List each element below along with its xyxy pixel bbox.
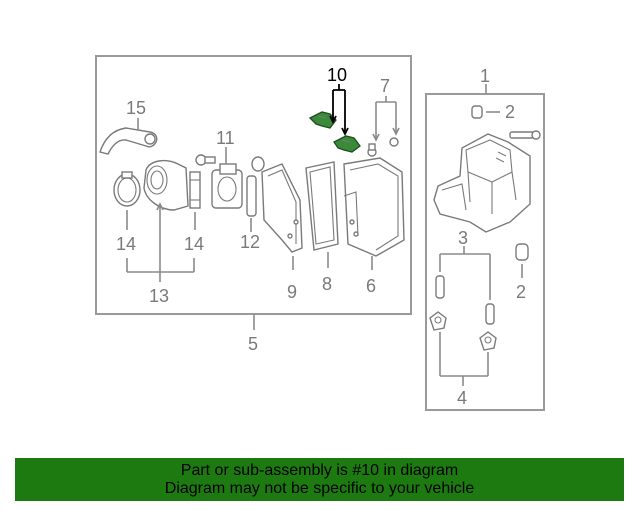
assembly-box-1 bbox=[425, 93, 545, 411]
callout-13: 13 bbox=[149, 286, 169, 306]
filter-element-part bbox=[305, 161, 339, 251]
hose-clamp-right-part bbox=[189, 171, 201, 209]
clip-10-upper-part bbox=[308, 111, 337, 129]
clip-10-lower-part bbox=[333, 135, 361, 153]
callout-10: 10 bbox=[327, 65, 347, 85]
callout-3: 3 bbox=[458, 228, 468, 248]
hose-clamp-left-part bbox=[113, 171, 141, 207]
banner-line-2: Diagram may not be specific to your vehi… bbox=[164, 480, 475, 497]
callout-1: 1 bbox=[480, 66, 490, 86]
bolts-7-part bbox=[367, 137, 399, 157]
airflow-sensor-part bbox=[195, 154, 243, 209]
bolt-part bbox=[509, 130, 541, 140]
leader-13 bbox=[126, 204, 195, 282]
callout-2-top: 2 bbox=[505, 102, 515, 122]
callout-7: 7 bbox=[380, 76, 390, 96]
callout-14-right: 14 bbox=[184, 234, 204, 254]
grommet-2-bottom-part bbox=[515, 243, 529, 261]
callout-4: 4 bbox=[457, 388, 467, 408]
leader-3 bbox=[439, 246, 491, 300]
lower-case-part bbox=[433, 133, 531, 233]
callout-8: 8 bbox=[322, 274, 332, 294]
breather-hose-part bbox=[99, 127, 158, 155]
pins-3-part bbox=[435, 275, 495, 325]
seal-part bbox=[246, 156, 265, 217]
leader-10-arrows bbox=[329, 115, 349, 137]
cleaner-cover-part bbox=[261, 163, 303, 253]
callout-5: 5 bbox=[248, 334, 258, 354]
leader-10 bbox=[332, 84, 346, 134]
banner-line-1: Part or sub-assembly is #10 in diagram bbox=[180, 462, 459, 479]
callout-12: 12 bbox=[240, 232, 260, 252]
intake-duct-part bbox=[143, 159, 189, 211]
callout-15: 15 bbox=[126, 98, 146, 118]
callout-2-bottom: 2 bbox=[516, 282, 526, 302]
part-info-banner: Part or sub-assembly is #10 in diagram D… bbox=[15, 458, 624, 501]
mounts-4-part bbox=[429, 311, 497, 351]
leader-4 bbox=[439, 332, 489, 386]
callout-9: 9 bbox=[287, 282, 297, 302]
leader-13-arrow bbox=[156, 202, 164, 211]
callout-11: 11 bbox=[216, 128, 235, 148]
callout-14-left: 14 bbox=[116, 234, 136, 254]
leader-7 bbox=[375, 96, 397, 140]
cleaner-housing-part bbox=[343, 157, 405, 257]
grommet-2-top-part bbox=[471, 105, 483, 119]
callout-6: 6 bbox=[366, 276, 376, 296]
leader-7-arrows bbox=[372, 127, 400, 142]
